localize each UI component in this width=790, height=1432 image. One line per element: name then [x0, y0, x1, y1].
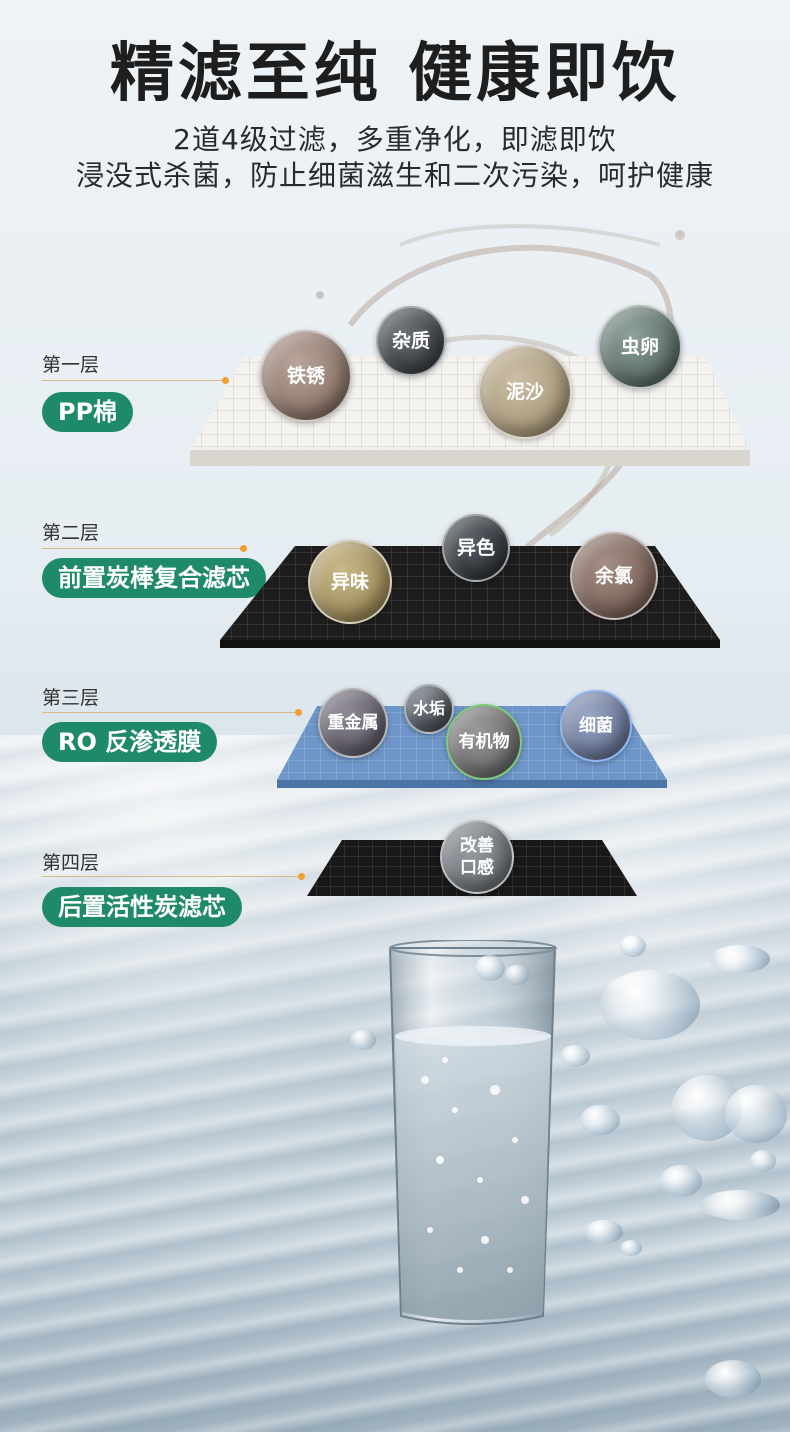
- water-droplet: [620, 935, 646, 957]
- layer-2-leader-dot: [240, 545, 247, 552]
- layer-1-name-badge: PP棉: [42, 392, 134, 432]
- layer-1-leader-dot: [222, 377, 229, 384]
- water-droplet: [620, 1240, 642, 1256]
- layer-2-level: 第二层: [42, 522, 100, 544]
- water-droplet: [505, 965, 529, 985]
- impurity-odor-bubble: 异味: [308, 540, 392, 624]
- layer-1-level: 第一层: [42, 354, 100, 376]
- layer-3-leader-dot: [295, 709, 302, 716]
- layer-3-name-badge: RO 反渗透膜: [42, 722, 218, 762]
- impurity-color-bubble: 异色: [442, 514, 510, 582]
- layer-3-level: 第三层: [42, 687, 100, 709]
- water-droplet: [750, 1150, 776, 1172]
- page-title: 精滤至纯 健康即饮: [109, 37, 681, 111]
- water-droplet: [475, 955, 505, 981]
- water-droplet: [600, 970, 700, 1040]
- layer-4-leader-line: [42, 876, 300, 877]
- impurity-heavy-metal-bubble: 重金属: [318, 688, 388, 758]
- subtitle-line-2: 浸没式杀菌，防止细菌滋生和二次污染，呵护健康: [75, 159, 714, 192]
- impurity-rust-bubble: 铁锈: [260, 330, 352, 422]
- water-droplet: [710, 945, 770, 973]
- impurity-scale-bubble: 水垢: [404, 684, 454, 734]
- impurity-eggs-bubble: 虫卵: [598, 305, 682, 389]
- subtitle-line-1: 2道4级过滤，多重净化，即滤即饮: [173, 123, 617, 156]
- impurity-residue-bubble: 杂质: [376, 306, 446, 376]
- impurity-sediment-bubble: 泥沙: [478, 345, 572, 439]
- impurity-chlorine-bubble: 余氯: [570, 532, 658, 620]
- layer-3-leader-line: [42, 712, 297, 713]
- impurity-organic-bubble: 有机物: [446, 704, 522, 780]
- water-droplet: [580, 1105, 620, 1135]
- layer-4-name-badge: 后置活性炭滤芯: [42, 887, 242, 927]
- water-glass-illustration: [388, 940, 557, 1325]
- layer-1-leader-line: [42, 380, 227, 381]
- water-droplet: [560, 1045, 590, 1067]
- impurity-bacteria-bubble: 细菌: [560, 690, 632, 762]
- water-droplet: [725, 1085, 787, 1143]
- layer-4-leader-dot: [298, 873, 305, 880]
- water-droplet: [350, 1030, 376, 1050]
- improve-taste-bubble: 改善口感: [440, 820, 514, 894]
- water-droplet: [700, 1190, 780, 1220]
- water-droplet: [660, 1165, 702, 1197]
- layer-2-leader-line: [42, 548, 242, 549]
- water-droplet: [705, 1360, 761, 1398]
- layer-2-name-badge: 前置炭棒复合滤芯: [42, 558, 266, 598]
- water-droplet: [585, 1220, 623, 1244]
- layer-4-level: 第四层: [42, 852, 100, 874]
